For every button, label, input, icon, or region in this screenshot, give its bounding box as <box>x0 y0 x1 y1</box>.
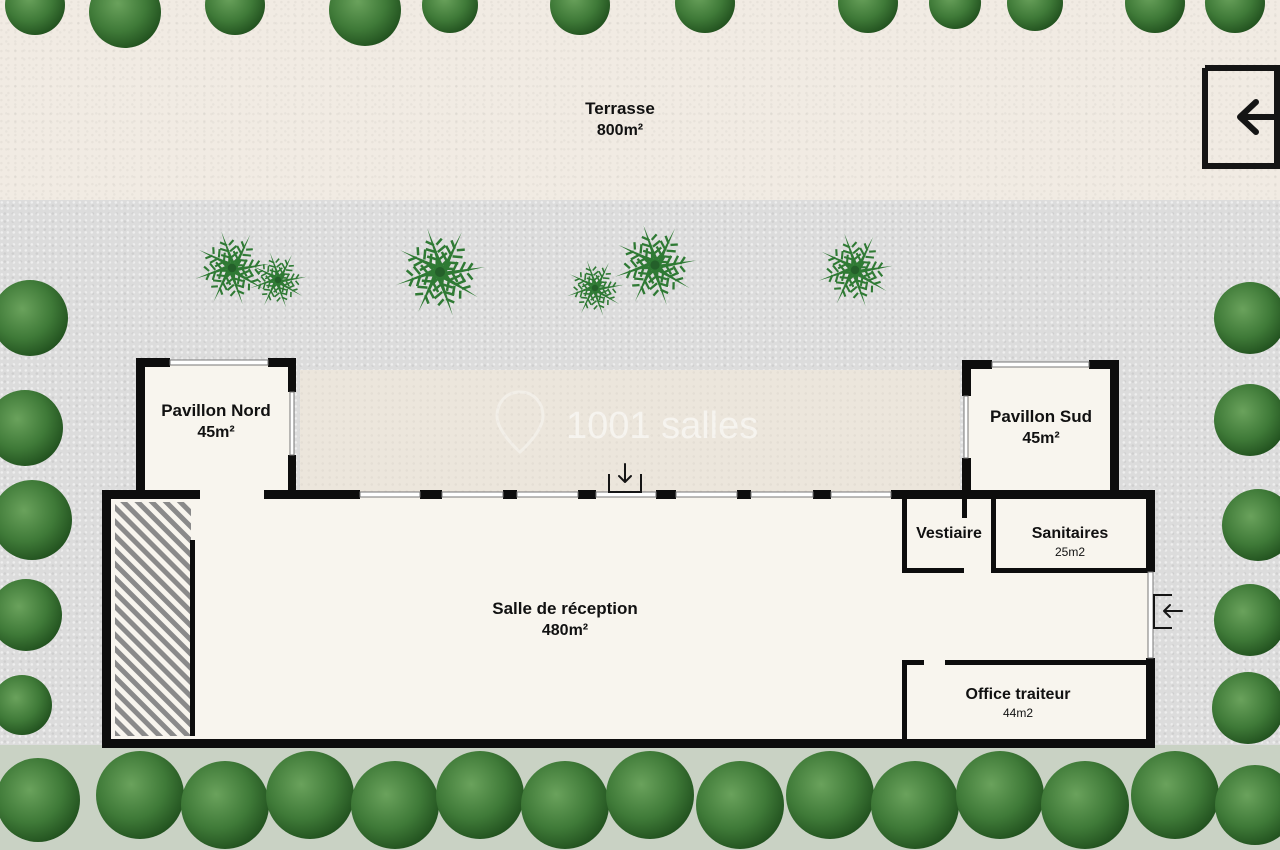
room-terrasse: Terrasse 800m² <box>560 98 680 142</box>
room-salle-reception-area: 480m² <box>541 622 589 639</box>
room-pavillon-sud-area: 45m² <box>1022 430 1060 447</box>
exit-icon <box>1202 65 1280 169</box>
room-sanitaires-area: 25m2 <box>1054 545 1086 559</box>
room-vestiaire: Vestiaire <box>908 523 990 545</box>
side-exit-icon <box>1153 594 1183 629</box>
room-pavillon-sud: Pavillon Sud 45m² <box>971 406 1111 450</box>
room-pavillon-nord: Pavillon Nord 45m² <box>146 400 286 444</box>
palm-trees <box>193 223 892 318</box>
floors <box>107 364 1150 742</box>
room-pavillon-nord-area: 45m² <box>197 424 235 441</box>
room-office-traiteur-area: 44m2 <box>1002 706 1034 720</box>
right-bushes <box>1212 282 1280 744</box>
room-salle-reception-name: Salle de réception <box>492 599 638 618</box>
bottom-hedge <box>0 751 1280 849</box>
room-pavillon-nord-name: Pavillon Nord <box>161 401 271 420</box>
room-salle-reception: Salle de réception 480m² <box>465 598 665 642</box>
courtyard-sand <box>300 370 960 492</box>
room-vestiaire-name: Vestiaire <box>916 525 982 542</box>
room-sanitaires-name: Sanitaires <box>1031 525 1109 542</box>
entrance-icon <box>608 463 642 493</box>
terrace-ground <box>0 0 1280 200</box>
room-sanitaires: Sanitaires 25m2 <box>1000 523 1140 559</box>
room-terrasse-name: Terrasse <box>585 99 655 118</box>
watermark-logo <box>495 390 545 454</box>
top-bushes <box>5 0 1265 48</box>
left-bushes <box>0 280 72 735</box>
room-terrasse-area: 800m² <box>596 122 644 139</box>
walls <box>102 358 1155 748</box>
room-office-traiteur-name: Office traiteur <box>965 686 1071 703</box>
room-office-traiteur: Office traiteur 44m2 <box>945 684 1091 720</box>
watermark-text: 1001 salles <box>566 405 759 447</box>
windows <box>169 359 1154 659</box>
hatched-stage-area <box>115 502 191 736</box>
room-pavillon-sud-name: Pavillon Sud <box>989 407 1093 426</box>
